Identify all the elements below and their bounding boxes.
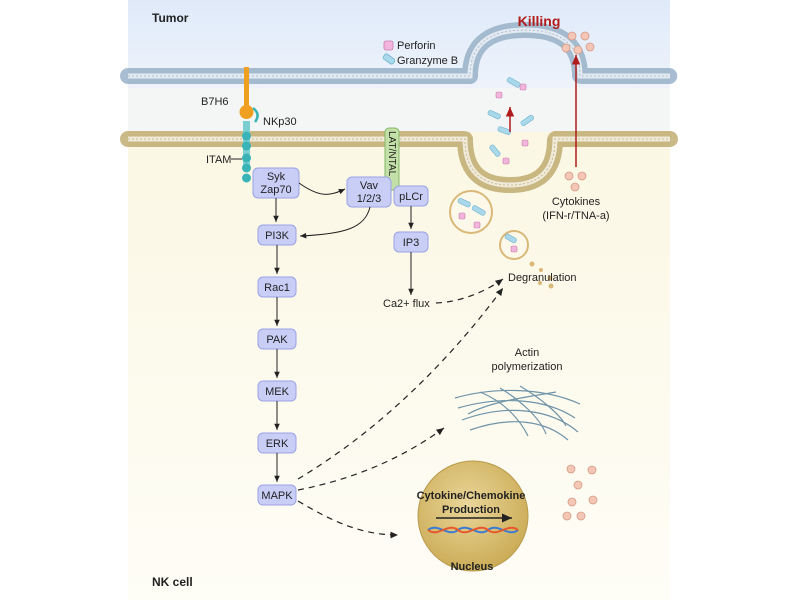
itam-motif <box>242 153 251 163</box>
plc-node: pLCr <box>393 185 429 207</box>
tumor-membrane <box>120 21 678 84</box>
cascade-node-pak: PAK <box>257 328 297 350</box>
actin-polymerization-label: polymerization <box>492 361 563 373</box>
dna-helix <box>427 526 519 534</box>
itam-motif <box>242 163 251 173</box>
nk-cell-label: NK cell <box>152 575 193 589</box>
legend: Perforin Granzyme B <box>382 40 458 67</box>
lat-ntal-label: LAT/NTAL <box>386 131 397 177</box>
b7h6-nkp30-complex <box>239 67 259 183</box>
ip3-node: IP3 <box>393 231 429 253</box>
b7h6-label: B7H6 <box>201 96 229 108</box>
cascade-node-pi3k: PI3K <box>257 224 297 246</box>
syk-label: Syk <box>267 171 286 183</box>
vav-node: Vav 1/2/3 <box>346 176 392 208</box>
cascade-node-rac1: Rac1 <box>257 276 297 298</box>
itam-label: ITAM <box>206 154 231 166</box>
cascade-label-mek: MEK <box>265 386 290 398</box>
itam-motif <box>242 131 251 141</box>
lat-ntal-adaptor: LAT/NTAL <box>384 127 400 191</box>
granzyme-legend-label: Granzyme B <box>397 55 458 67</box>
itam-motif <box>242 141 251 151</box>
vav-isoforms-label: 1/2/3 <box>357 193 381 205</box>
nucleus-label: Nucleus <box>451 561 494 573</box>
granule-vesicle-small <box>499 230 529 260</box>
zap70-label: Zap70 <box>260 184 291 196</box>
cytokine-cluster <box>564 171 587 192</box>
cytokines-types-label: (IFN-r/TNA-a) <box>542 210 609 222</box>
cascade-label-pi3k: PI3K <box>265 230 290 242</box>
released-cytokines-top <box>561 31 595 55</box>
b7h6-ligand-stalk <box>244 67 249 107</box>
plc-label: pLCr <box>399 191 423 203</box>
ip3-label: IP3 <box>403 237 420 249</box>
b7h6-ligand <box>239 105 254 119</box>
production-label-line2: Production <box>442 504 500 516</box>
tumor-label: Tumor <box>152 11 189 25</box>
cascade-node-mek: MEK <box>257 380 297 402</box>
nk-cell-membrane <box>120 131 678 194</box>
degranulation-label: Degranulation <box>508 272 577 284</box>
nucleus: Cytokine/Chemokine Production Nucleus <box>417 460 529 573</box>
nkp30-label: NKp30 <box>263 116 297 128</box>
perforin-legend-swatch <box>383 40 394 51</box>
itam-motif <box>242 173 251 183</box>
cascade-node-erk: ERK <box>257 432 297 454</box>
degranulation-dots <box>529 261 554 289</box>
cascade-label-erk: ERK <box>266 438 289 450</box>
granzyme-legend-swatch <box>382 53 396 65</box>
ca-flux-label: Ca2+ flux <box>383 298 430 310</box>
granule-vesicle-large <box>449 190 493 234</box>
syk-zap70-node: Syk Zap70 <box>252 167 300 199</box>
synapse-gap <box>128 88 670 132</box>
cytokines-label: Cytokines <box>552 196 601 208</box>
nkp30-receptor <box>252 107 259 123</box>
production-label: Cytokine/Chemokine <box>417 490 526 502</box>
actin-filaments <box>454 385 581 441</box>
actin-label: Actin <box>515 347 539 359</box>
cascade-label-pak: PAK <box>266 334 288 346</box>
produced-cytokines <box>562 464 598 521</box>
cascade-node-mapk: MAPK <box>257 484 297 506</box>
released-granules <box>487 77 534 165</box>
vav-label: Vav <box>360 180 379 192</box>
perforin-legend-label: Perforin <box>397 40 436 52</box>
nk-cell-region <box>128 132 670 600</box>
cascade-label-mapk: MAPK <box>261 490 293 502</box>
cascade-label-rac1: Rac1 <box>264 282 290 294</box>
killing-label: Killing <box>518 13 561 29</box>
